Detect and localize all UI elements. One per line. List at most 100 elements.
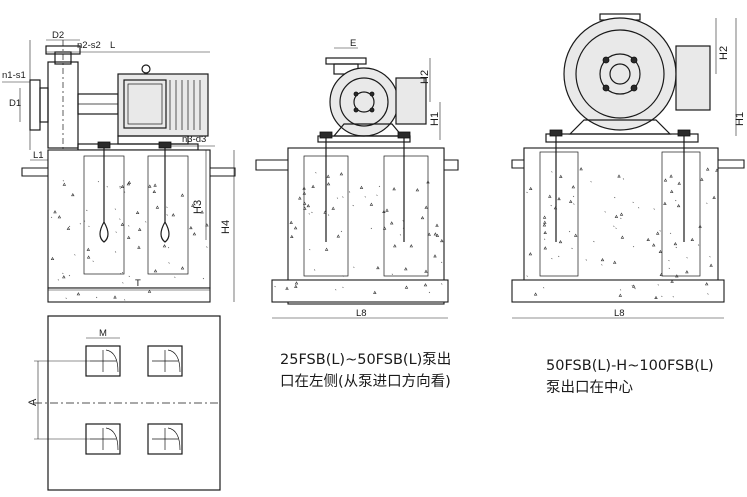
stipple-mark xyxy=(558,255,560,258)
stipple-mark xyxy=(420,215,425,220)
stipple-mark xyxy=(323,210,327,214)
right-caption-line2: 泵出口在中心 xyxy=(546,380,633,396)
stipple-mark xyxy=(571,185,576,189)
stipple-mark xyxy=(373,290,377,294)
stipple-mark xyxy=(57,215,62,219)
stipple-mark xyxy=(62,182,67,186)
stipple-mark xyxy=(115,231,117,233)
stipple-mark xyxy=(404,285,409,289)
motor-body xyxy=(117,73,209,137)
stipple-mark xyxy=(637,207,640,209)
stipple-mark xyxy=(174,276,176,278)
stipple-mark xyxy=(128,275,130,278)
stipple-mark xyxy=(97,180,100,183)
stipple-mark xyxy=(568,230,571,233)
stipple-mark xyxy=(57,279,60,281)
stipple-mark xyxy=(663,201,667,205)
stipple-mark xyxy=(135,210,140,214)
stipple-mark xyxy=(707,293,709,295)
stipple-mark xyxy=(571,247,573,250)
stipple-mark xyxy=(389,221,394,225)
stipple-mark xyxy=(655,231,660,235)
stipple-mark xyxy=(424,269,428,273)
stipple-mark xyxy=(145,221,147,223)
stipple-mark xyxy=(557,196,561,201)
stipple-mark xyxy=(378,185,381,188)
stipple-mark xyxy=(68,274,71,277)
stipple-mark xyxy=(668,267,670,270)
stipple-mark xyxy=(423,283,428,287)
stipple-mark xyxy=(92,260,94,262)
stipple-mark xyxy=(192,232,197,236)
stipple-mark xyxy=(122,282,124,284)
stipple-mark xyxy=(663,178,668,182)
stipple-mark xyxy=(585,259,587,261)
plan-pocket-br xyxy=(147,423,183,455)
stipple-mark xyxy=(86,247,91,251)
stipple-mark xyxy=(706,202,708,204)
stipple-mark xyxy=(137,245,141,249)
stipple-mark xyxy=(119,218,121,220)
stipple-mark xyxy=(632,201,634,204)
stipple-mark xyxy=(440,261,443,264)
stipple-mark xyxy=(615,227,617,229)
right-casing-ring xyxy=(575,29,665,119)
stipple-mark xyxy=(68,225,71,228)
stipple-mark xyxy=(274,285,276,288)
stipple-mark xyxy=(385,208,389,212)
stipple-mark xyxy=(106,186,108,188)
stipple-mark xyxy=(311,184,315,188)
stipple-mark xyxy=(427,232,431,236)
stipple-mark xyxy=(114,251,117,253)
stipple-mark xyxy=(126,182,131,186)
stipple-mark xyxy=(88,225,90,228)
stipple-mark xyxy=(206,246,208,248)
label-d1: D1 xyxy=(9,98,21,109)
stipple-mark xyxy=(634,287,636,290)
label-l8-mid: L8 xyxy=(356,308,367,319)
stipple-mark xyxy=(126,235,131,239)
stipple-mark xyxy=(339,172,344,176)
label-t: T xyxy=(135,278,141,289)
stipple-mark xyxy=(200,210,204,214)
stipple-mark xyxy=(573,203,575,205)
stipple-mark xyxy=(709,256,711,258)
stipple-mark xyxy=(646,237,650,241)
stipple-mark xyxy=(53,210,57,214)
stipple-mark xyxy=(542,223,547,227)
stipple-mark xyxy=(690,237,695,241)
stipple-mark xyxy=(369,202,374,206)
stipple-mark xyxy=(620,217,622,220)
stipple-mark xyxy=(402,220,404,222)
stipple-mark xyxy=(152,189,157,193)
stipple-mark xyxy=(542,287,545,289)
inlet-flange xyxy=(29,79,41,131)
stipple-mark xyxy=(675,199,677,202)
label-n2-s2: n2-s2 xyxy=(77,40,101,51)
mid-base xyxy=(317,135,411,143)
label-l1: L1 xyxy=(33,150,44,161)
stipple-mark xyxy=(709,263,713,267)
stipple-mark xyxy=(620,235,625,239)
stipple-mark xyxy=(424,205,428,209)
stipple-mark xyxy=(95,296,98,299)
stipple-mark xyxy=(618,293,623,297)
stipple-mark xyxy=(327,214,330,216)
stipple-mark xyxy=(342,286,344,289)
stipple-mark xyxy=(654,295,658,299)
stipple-mark xyxy=(119,187,121,189)
stipple-mark xyxy=(352,204,354,207)
stipple-mark xyxy=(559,174,563,178)
stipple-mark xyxy=(147,289,152,293)
stipple-mark xyxy=(391,273,394,275)
right-caption: 50FSB(L)-H~100FSB(L) 泵出口在中心 xyxy=(546,355,714,399)
stipple-mark xyxy=(290,234,294,238)
nut-right xyxy=(158,141,172,149)
stipple-mark xyxy=(128,225,130,227)
stipple-mark xyxy=(551,171,553,173)
stipple-mark xyxy=(617,174,621,178)
anchor-pocket-right xyxy=(147,155,189,275)
stipple-mark xyxy=(668,259,670,262)
stipple-mark xyxy=(382,209,386,213)
stipple-mark xyxy=(526,275,528,277)
